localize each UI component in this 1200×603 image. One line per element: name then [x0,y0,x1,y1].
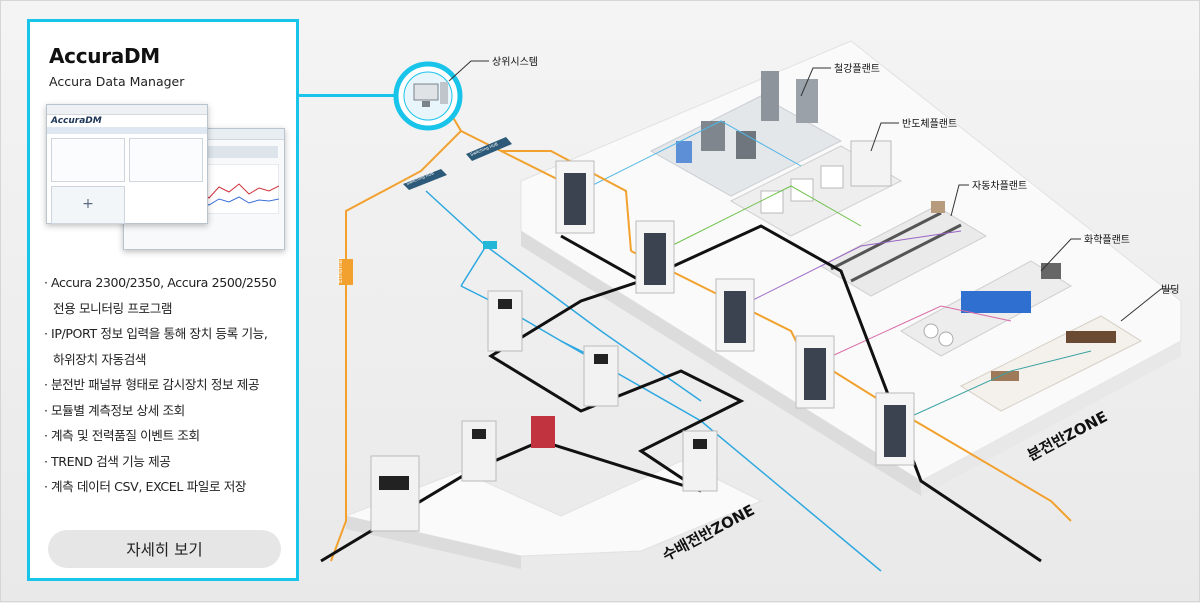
switch-hubs [403,137,512,249]
steel-plant-label: 철강플랜트 [834,63,880,75]
feature-item: TREND 검색 기능 제공 [44,449,294,475]
feature-item-continued: 하위장치 자동검색 [53,351,147,367]
feature-item: IP/PORT 정보 입력을 통해 장치 등록 기능, [44,321,294,347]
software-screenshot-front: AccuraDM + [46,104,208,224]
distribution-panels [555,160,915,466]
view-details-button[interactable]: 자세히 보기 [48,530,281,568]
building-label: 빌딩 [1161,284,1179,296]
plant-links [580,120,1092,422]
ethernet-label: Ethernet [337,257,344,283]
feature-item: 분전반 패널뷰 형태로 감시장치 정보 제공 [44,372,294,398]
upper-system-node [393,61,463,131]
feature-item: 계측 데이터 CSV, EXCEL 파일로 저장 [44,474,294,500]
upper-system-label: 상위시스템 [492,55,538,68]
semiconductor-plant-graphic [729,140,903,237]
panel-connector [299,94,397,97]
steel-plant-graphic [649,71,843,197]
automotive-plant-label: 자동차플랜트 [972,180,1027,192]
automotive-plant-graphic [819,201,988,297]
screenshot-logo: AccuraDM [51,116,102,126]
feature-item: Accura 2300/2350, Accura 2500/2550 [44,270,294,296]
feature-item-continued: 전용 모니터링 프로그램 [53,300,173,316]
building-graphic [959,315,1143,412]
product-panel: AccuraDM Accura Data Manager AccuraDM + … [27,19,299,581]
label-leaders [448,60,1176,322]
substation-panels [370,290,718,532]
chemical-plant-label: 화학플랜트 [1084,234,1130,246]
product-title: AccuraDM [49,44,160,68]
feature-item: 모듈별 계측정보 상세 조회 [44,398,294,424]
feature-list: Accura 2300/2350, Accura 2500/2550 전용 모니… [44,270,294,500]
semiconductor-plant-label: 반도체플랜트 [902,118,957,130]
ethernet-tag [339,259,353,285]
chemical-plant-graphic [900,260,1072,357]
feature-item: 계측 및 전력품질 이벤트 조회 [44,423,294,449]
product-subtitle: Accura Data Manager [49,74,185,89]
